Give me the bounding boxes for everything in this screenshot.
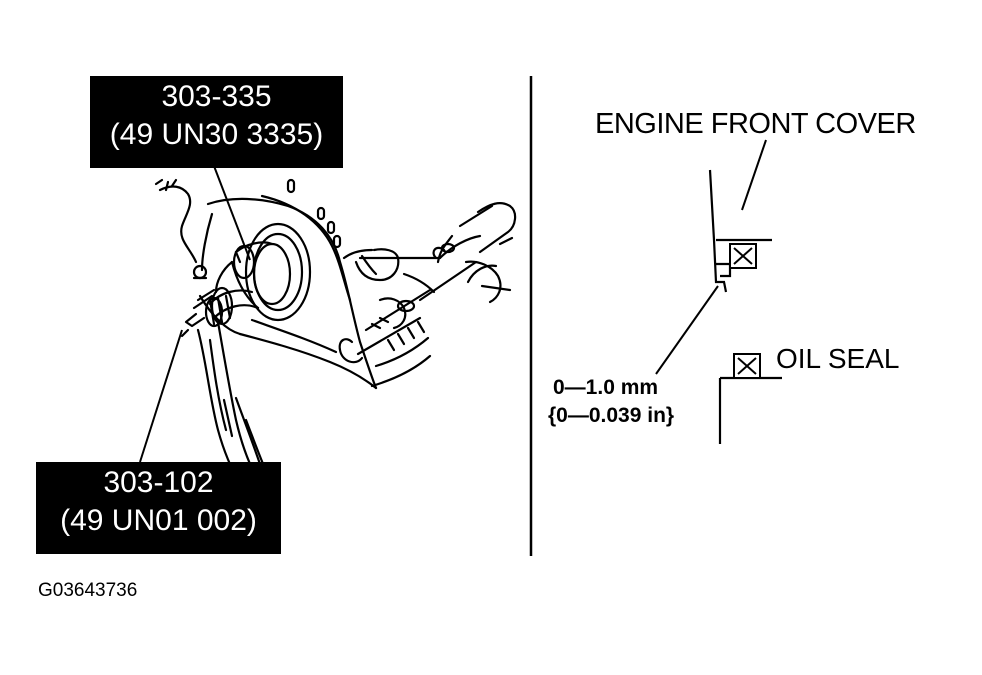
handle-part-number: 303-102 <box>103 466 214 499</box>
handle-label: 303-102 (49 UN01 002) <box>36 462 281 554</box>
engine-assembly-drawing <box>154 178 517 482</box>
tool-leader-lines <box>139 165 251 463</box>
seal-installer-tool-number: (49 UN30 3335) <box>109 118 324 151</box>
oil-seal-label: OIL SEAL <box>776 343 900 374</box>
cover-seal-symbol <box>729 243 757 269</box>
oil-seal-symbol <box>733 353 761 379</box>
seal-installer-part-number: 303-335 <box>161 80 272 113</box>
detail-leader-lines <box>655 139 767 375</box>
engine-front-cover-label: ENGINE FRONT COVER <box>595 108 916 140</box>
figure-code: G03643736 <box>38 580 138 601</box>
clearance-metric-label: 0—1.0 mm <box>553 376 659 399</box>
seal-depth-detail <box>708 169 782 444</box>
handle-tool-number: (49 UN01 002) <box>60 504 257 537</box>
seal-installer-label: 303-335 (49 UN30 3335) <box>90 76 343 168</box>
clearance-imperial-label: {0—0.039 in} <box>548 404 675 427</box>
